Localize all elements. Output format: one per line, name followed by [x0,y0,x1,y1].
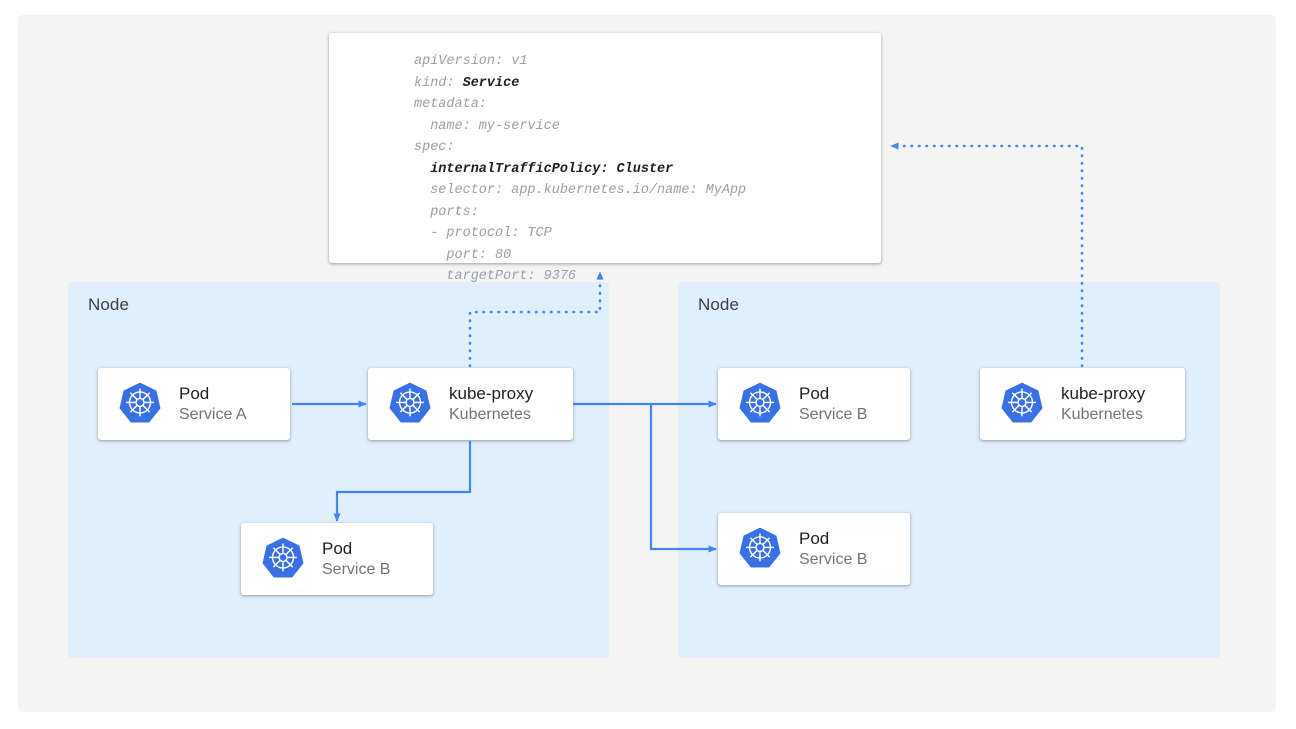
kubernetes-icon [739,381,781,428]
node-label-left: Node [88,295,130,314]
card-kube-proxy-right[interactable]: kube-proxy Kubernetes [980,368,1185,440]
service-manifest-card: apiVersion: v1 kind: Service metadata: n… [329,33,881,284]
kubernetes-icon [389,381,431,428]
card-title: kube-proxy [449,383,534,403]
kubernetes-icon [1001,381,1043,428]
card-title: Pod [179,383,210,403]
card-text: Pod Service A [179,383,247,425]
card-subtitle: Service B [799,405,868,423]
card-title: Pod [322,538,353,558]
diagram-canvas: Node Node apiVersion: v1 kind: Service m… [18,15,1276,712]
card-kube-proxy-left[interactable]: kube-proxy Kubernetes [368,368,573,440]
card-subtitle: Kubernetes [449,405,531,423]
card-text: Pod Service B [322,538,390,580]
card-title: Pod [799,383,830,403]
kubernetes-icon [739,526,781,573]
node-panel-right: Node [678,282,1220,658]
card-subtitle: Service B [799,550,868,568]
card-pod-service-b-remote-2[interactable]: Pod Service B [718,513,910,585]
card-text: Pod Service B [799,528,867,570]
kubernetes-icon [262,536,304,583]
service-manifest-code: apiVersion: v1 kind: Service metadata: n… [414,54,747,284]
card-subtitle: Kubernetes [1061,405,1143,423]
card-title: Pod [799,528,830,548]
card-pod-service-b-remote-1[interactable]: Pod Service B [718,368,910,440]
kubernetes-icon [119,381,161,428]
card-pod-service-a[interactable]: Pod Service A [98,368,290,440]
card-title: kube-proxy [1061,383,1146,403]
card-pod-service-b-local[interactable]: Pod Service B [241,523,433,595]
node-panel-left: Node [68,282,609,658]
card-text: Pod Service B [799,383,867,425]
card-text: kube-proxy Kubernetes [1061,383,1145,425]
node-label-right: Node [698,295,740,314]
card-subtitle: Service A [179,405,247,423]
card-subtitle: Service B [322,560,391,578]
card-text: kube-proxy Kubernetes [449,383,533,425]
